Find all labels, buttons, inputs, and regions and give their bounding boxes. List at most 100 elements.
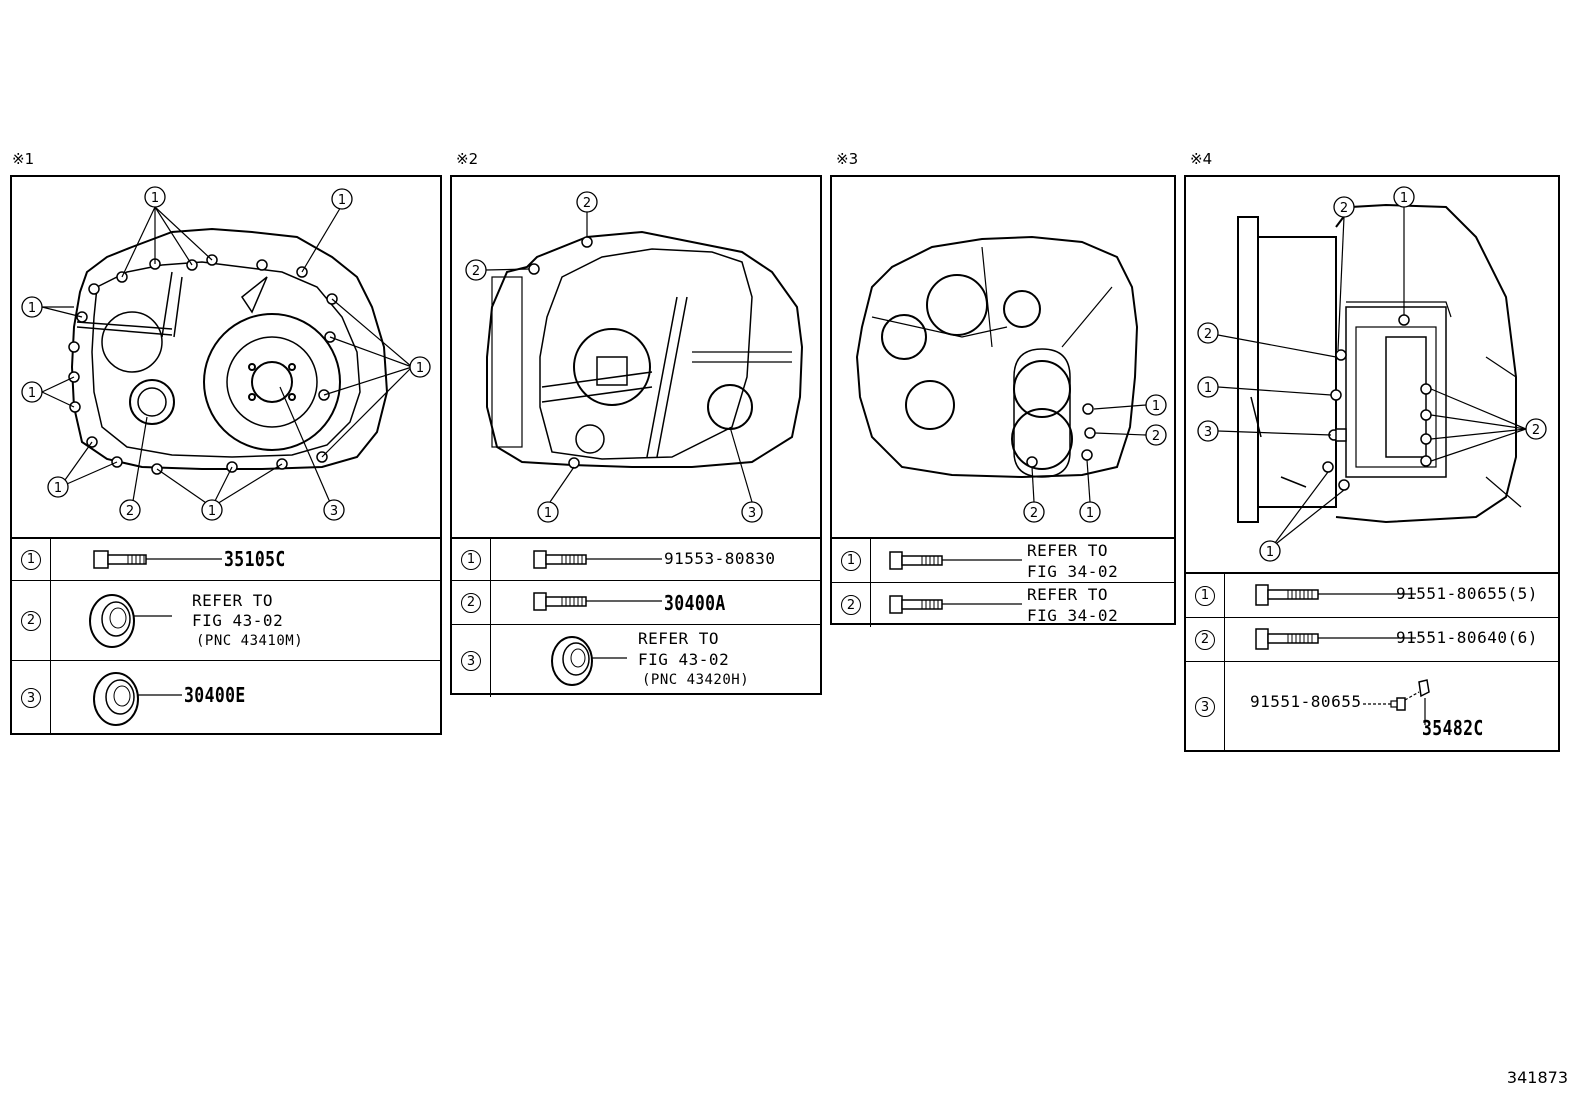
- callout-1-top: 1: [144, 186, 166, 208]
- legend-row-2: 2 91551-80640(6): [1186, 618, 1558, 662]
- callout-2-right: 2: [1145, 424, 1167, 446]
- callout-1-right: 1: [409, 356, 431, 378]
- refer-text: REFER TO: [1027, 541, 1109, 560]
- callout-3-bottom: 3: [741, 501, 763, 523]
- svg-text:1: 1: [1266, 545, 1274, 560]
- panel-3-legend: 1 REFER TO FIG 34-02 2: [832, 537, 1174, 627]
- refer-text: REFER TO: [638, 629, 720, 648]
- bracket-icon: [1335, 428, 1347, 442]
- row-number: 2: [461, 592, 481, 613]
- panel-1: 1 1 1 1 1 1 2 1 3 1 35105C: [10, 175, 442, 735]
- callout-1-top: 1: [1393, 186, 1415, 208]
- row-number: 1: [1195, 585, 1215, 606]
- part-number: 91551-80640(6): [1396, 628, 1538, 647]
- svg-text:2: 2: [1030, 506, 1038, 521]
- part-number: 30400E: [184, 683, 246, 707]
- callout-1-bottom: 1: [1259, 540, 1281, 562]
- panel-1-drawing: 1 1 1 1 1 1 2 1 3: [12, 177, 440, 539]
- callout-1-top-right: 1: [331, 188, 353, 210]
- legend-row-3: 3 30400E: [12, 661, 440, 735]
- callout-2-top: 2: [1333, 196, 1355, 218]
- part-number: 30400A: [664, 591, 726, 615]
- figure-number: 341873: [1506, 1068, 1568, 1087]
- panel-2-drawing: 2 2 1 3: [452, 177, 820, 539]
- bolt-icon: [93, 550, 222, 569]
- callout-1-left-mid: 1: [21, 381, 43, 403]
- svg-text:1: 1: [544, 506, 552, 521]
- svg-text:2: 2: [1532, 423, 1540, 438]
- svg-text:1: 1: [1086, 506, 1094, 521]
- row-number: 1: [461, 549, 481, 570]
- part-number: 35105C: [224, 547, 286, 571]
- legend-row-2: 2 30400A: [452, 581, 820, 625]
- callout-2-left: 2: [1197, 322, 1219, 344]
- bolt-icon: [889, 595, 1022, 614]
- svg-text:3: 3: [1204, 425, 1212, 440]
- transmission-oil-pan-view: 2 1 2 1 3 2 1: [1197, 186, 1547, 562]
- row-number: 2: [1195, 629, 1215, 650]
- svg-text:3: 3: [748, 506, 756, 521]
- bolt-icon: [533, 550, 662, 569]
- refer-text: REFER TO: [192, 591, 274, 610]
- panel-4-mark: ※4: [1190, 150, 1213, 168]
- refer-figure: FIG 34-02: [1027, 606, 1119, 625]
- panel-3-drawing: 1 2 2 1: [832, 177, 1174, 539]
- row-number: 1: [21, 549, 41, 570]
- svg-text:1: 1: [28, 301, 36, 316]
- transmission-case-side-view: 2 2 1 3: [465, 191, 804, 523]
- svg-text:2: 2: [1340, 201, 1348, 216]
- callout-3-bottom: 3: [323, 499, 345, 521]
- callout-3-left: 3: [1197, 420, 1219, 442]
- refer-text: REFER TO: [1027, 585, 1109, 604]
- callout-1-bottom: 1: [1079, 501, 1101, 523]
- oil-seal-icon: [551, 636, 627, 686]
- svg-text:1: 1: [54, 481, 62, 496]
- row-number: 3: [461, 651, 481, 671]
- callout-2-top: 2: [576, 191, 598, 213]
- svg-text:1: 1: [151, 191, 159, 206]
- callout-1-bottom: 1: [537, 501, 559, 523]
- part-number: 91551-80655(5): [1396, 584, 1538, 603]
- panel-2-legend: 1 91553-80830 2 30400A: [452, 537, 820, 697]
- refer-figure: FIG 34-02: [1027, 562, 1119, 581]
- callout-2-left: 2: [465, 259, 487, 281]
- callout-2-bottom: 2: [1023, 501, 1045, 523]
- callout-1-left-lower: 1: [47, 476, 69, 498]
- svg-text:1: 1: [416, 361, 424, 376]
- legend-row-2: 2 REFER TO FIG 43-02 (PNC 43410M): [12, 581, 440, 661]
- svg-text:1: 1: [1204, 381, 1212, 396]
- legend-row-1: 1 91553-80830: [452, 539, 820, 581]
- legend-row-3: 3 REFER TO FIG 43-02 (PNC 43420H): [452, 625, 820, 697]
- legend-row-3: 3 91551-80655 35482C: [1186, 662, 1558, 752]
- callout-1-right: 1: [1145, 394, 1167, 416]
- row-number: 2: [841, 595, 861, 615]
- row-number: 3: [21, 688, 41, 708]
- panel-1-mark: ※1: [12, 150, 35, 168]
- transmission-case-front-view: 1 1 1 1 1 1 2 1 3: [21, 186, 431, 521]
- refer-pnc: (PNC 43420H): [642, 672, 750, 688]
- row-number: 2: [21, 610, 41, 631]
- refer-pnc: (PNC 43410M): [196, 633, 304, 649]
- svg-text:2: 2: [126, 504, 134, 519]
- panel-1-legend: 1 35105C 2 REFER TO: [12, 537, 440, 735]
- bolt-icon: [1255, 584, 1416, 606]
- transmission-case-rear-view: 1 2 2 1: [855, 235, 1167, 523]
- oil-seal-icon: [89, 594, 172, 648]
- panel-2-mark: ※2: [456, 150, 479, 168]
- panel-3-mark: ※3: [836, 150, 859, 168]
- legend-row-1: 1 91551-80655(5): [1186, 574, 1558, 618]
- callout-2-right: 2: [1525, 418, 1547, 440]
- svg-text:2: 2: [583, 196, 591, 211]
- svg-text:1: 1: [1400, 191, 1408, 206]
- svg-text:1: 1: [28, 386, 36, 401]
- panel-4: 2 1 2 1 3 2 1 1 91551-80655(5): [1184, 175, 1560, 752]
- bolt-part-number: 91551-80655: [1250, 692, 1362, 711]
- svg-text:2: 2: [1152, 429, 1160, 444]
- callout-1-left: 1: [1197, 376, 1219, 398]
- row-number: 3: [1195, 697, 1215, 717]
- oil-seal-icon: [93, 672, 182, 726]
- bracket-part-number: 35482C: [1422, 716, 1484, 740]
- refer-figure: FIG 43-02: [638, 650, 730, 669]
- bolt-icon: [1255, 628, 1416, 650]
- panel-4-drawing: 2 1 2 1 3 2 1: [1186, 177, 1558, 573]
